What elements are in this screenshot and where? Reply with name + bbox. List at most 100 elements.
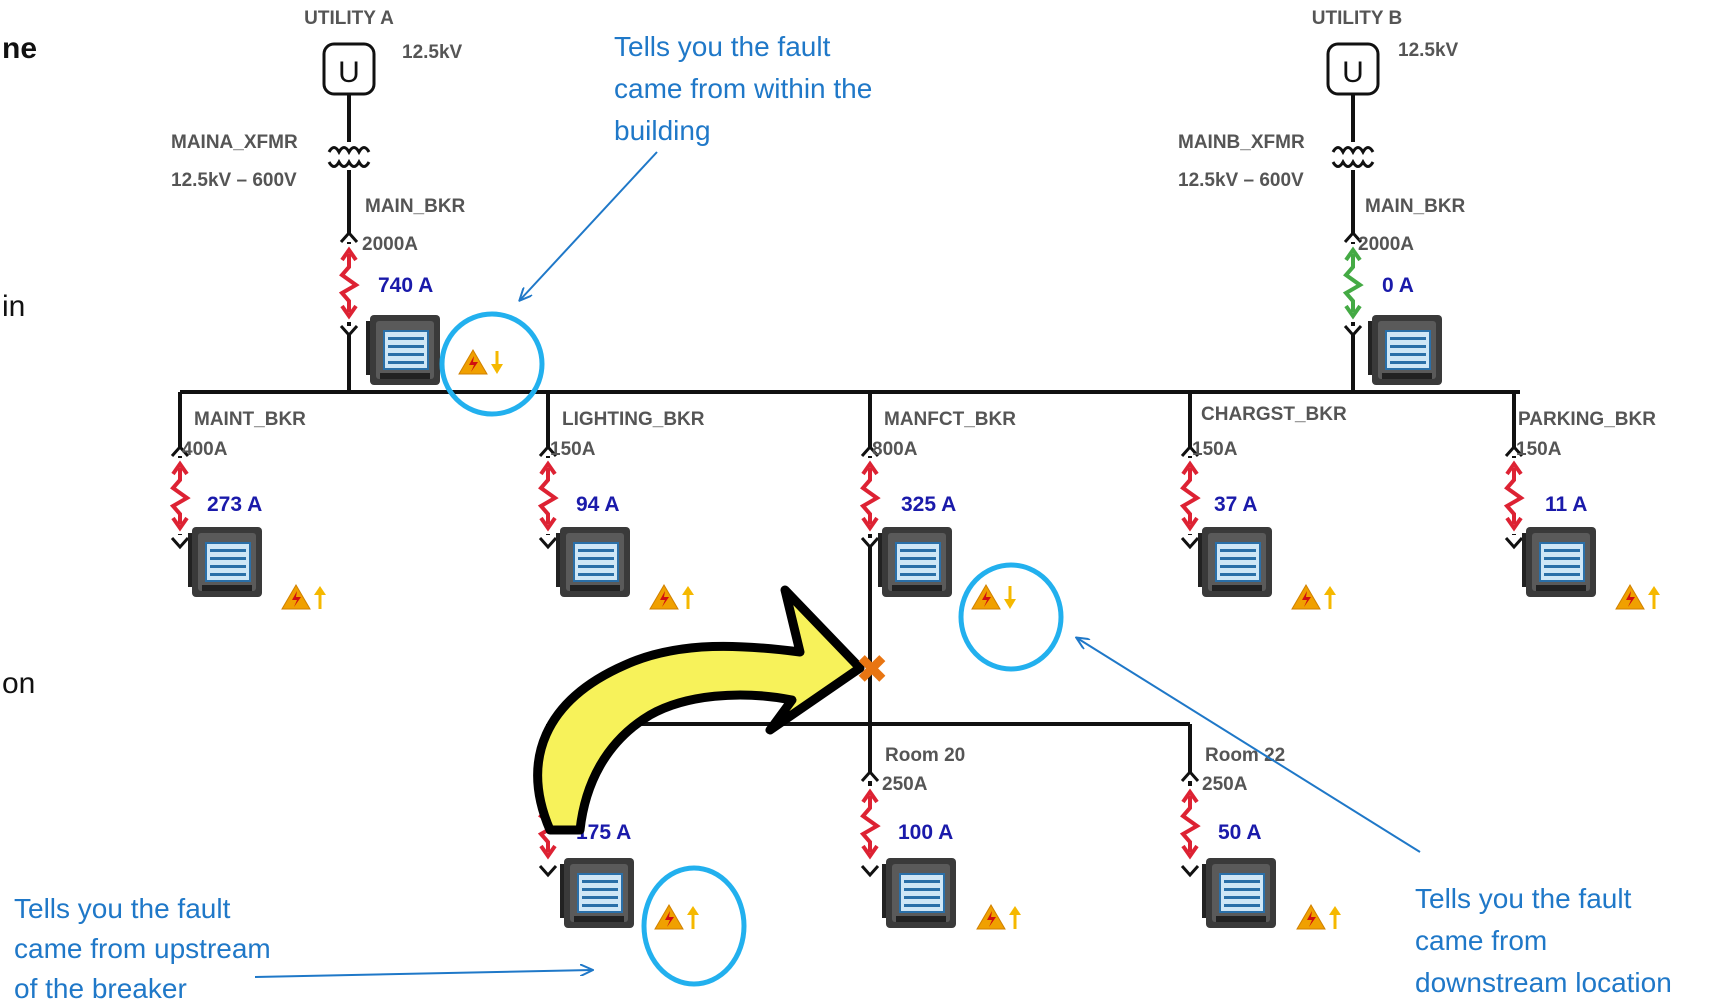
subfeeder-breaker-lower-icon bbox=[1180, 865, 1200, 878]
subfeeder-breaker-icon bbox=[1180, 769, 1200, 782]
power-meter-icon bbox=[1522, 527, 1596, 597]
transformer-a-icon bbox=[327, 142, 371, 170]
feeder-1-name: LIGHTING_BKR bbox=[562, 409, 705, 430]
feeder-1-current: 94 A bbox=[576, 493, 620, 516]
annotation-2-line-3: of the breaker bbox=[14, 973, 187, 1003]
utility-a-symbol: U bbox=[338, 56, 360, 89]
main-a-name: MAIN_BKR bbox=[365, 196, 466, 217]
fault-warning-icon bbox=[971, 584, 1016, 610]
main-b-breaker-icon bbox=[1343, 230, 1363, 243]
feeder-4-rating: 150A bbox=[1516, 439, 1562, 460]
power-meter-icon bbox=[1202, 858, 1276, 928]
xfmr-a-name: MAINA_XFMR bbox=[171, 132, 298, 153]
annotation-upstream: Tells you the fault came from upstream o… bbox=[14, 893, 271, 1003]
current-flow-icon bbox=[537, 458, 559, 534]
annotation-2-line-1: Tells you the fault bbox=[14, 893, 231, 924]
fault-path-arrow bbox=[533, 585, 865, 835]
fault-warning-icon bbox=[281, 584, 326, 610]
feeder-3-rating: 150A bbox=[1192, 439, 1238, 460]
utility-b-label: UTILITY B bbox=[1312, 8, 1402, 29]
feeder-breaker-icon bbox=[1504, 444, 1524, 457]
annotation-arrow-2 bbox=[254, 970, 592, 978]
feeder-breaker-icon bbox=[538, 444, 558, 457]
subfeeder-2-rating: 250A bbox=[1202, 774, 1248, 795]
power-meter-icon bbox=[188, 527, 262, 597]
main-a-breaker-icon bbox=[339, 230, 359, 243]
subfeeder-breaker-icon bbox=[860, 769, 880, 782]
utility-a-label: UTILITY A bbox=[304, 8, 394, 29]
feeder-2-name: MANFCT_BKR bbox=[884, 409, 1016, 430]
current-flow-icon bbox=[859, 458, 881, 534]
feeder-breaker-lower-icon bbox=[1504, 537, 1524, 550]
feeder-breaker-icon bbox=[1180, 444, 1200, 457]
highlight-circle-main bbox=[439, 311, 545, 417]
fault-warning-icon bbox=[1296, 904, 1341, 930]
feeder-0-name: MAINT_BKR bbox=[194, 409, 306, 430]
feeder-0-rating: 400A bbox=[182, 439, 228, 460]
highlight-circle-manfct bbox=[958, 562, 1064, 672]
annotation-1-line-3: building bbox=[614, 115, 711, 146]
feeder-3-current: 37 A bbox=[1214, 493, 1258, 516]
feeder-3-name: CHARGST_BKR bbox=[1201, 404, 1347, 425]
feeder-4-name: PARKING_BKR bbox=[1518, 409, 1656, 430]
annotation-1-line-1: Tells you the fault bbox=[614, 31, 831, 62]
annotation-3-line-2: came from bbox=[1415, 925, 1547, 956]
xfmr-b-name: MAINB_XFMR bbox=[1178, 132, 1305, 153]
main-b-name: MAIN_BKR bbox=[1365, 196, 1466, 217]
subfeeder-2-current: 50 A bbox=[1218, 821, 1262, 844]
feeder-breaker-icon bbox=[170, 444, 190, 457]
annotation-2-line-2: came from upstream bbox=[14, 933, 271, 964]
edge-text-3: on bbox=[2, 667, 35, 700]
power-meter-icon bbox=[366, 315, 440, 385]
annotation-arrow-3 bbox=[1077, 638, 1421, 853]
annotation-1-line-2: came from within the bbox=[614, 73, 872, 104]
fault-warning-icon bbox=[1291, 584, 1336, 610]
current-flow-icon bbox=[859, 786, 881, 862]
subfeeder-breaker-lower-icon bbox=[538, 865, 558, 878]
main-a-current: 740 A bbox=[378, 274, 433, 297]
utility-a: UTILITY A U 12.5kV MAINA_XFMR 12.5kV – 6… bbox=[171, 8, 463, 191]
power-meter-icon bbox=[878, 527, 952, 597]
edge-text-2: in bbox=[2, 290, 25, 323]
utility-a-source-icon bbox=[322, 42, 376, 96]
feeder-breaker-icon bbox=[860, 444, 880, 457]
power-meter-icon bbox=[1198, 527, 1272, 597]
utility-b: UTILITY B U 12.5kV MAINB_XFMR 12.5kV – 6… bbox=[1178, 8, 1459, 191]
xfmr-b-rating: 12.5kV – 600V bbox=[1178, 170, 1304, 191]
subfeeder-1-rating: 250A bbox=[882, 774, 928, 795]
feeder-breaker-lower-icon bbox=[170, 537, 190, 550]
edge-text-1: ne bbox=[2, 32, 37, 65]
subfeeder-1-name: Room 20 bbox=[885, 745, 965, 766]
subfeeder-0-current: 175 A bbox=[576, 821, 631, 844]
current-flow-icon bbox=[1179, 458, 1201, 534]
fault-warning-icon bbox=[649, 584, 694, 610]
fault-marker-icon: ✖ bbox=[855, 647, 889, 693]
current-flow-icon bbox=[1179, 786, 1201, 862]
xfmr-a-rating: 12.5kV – 600V bbox=[171, 170, 297, 191]
feeder-breaker-lower-icon bbox=[538, 537, 558, 550]
fault-warning-icon bbox=[654, 904, 699, 930]
feeder-breaker-lower-icon bbox=[860, 537, 880, 550]
power-meter-icon bbox=[882, 858, 956, 928]
feeder-2-current: 325 A bbox=[901, 493, 956, 516]
subfeeder-2-name: Room 22 bbox=[1205, 745, 1285, 766]
main-a-rating: 2000A bbox=[362, 234, 418, 255]
main-a-breaker-lower-icon bbox=[339, 325, 359, 338]
feeder-2-rating: 800A bbox=[872, 439, 918, 460]
main-b-current: 0 A bbox=[1382, 274, 1414, 297]
annotation-within-building: Tells you the fault came from within the… bbox=[614, 31, 872, 146]
main-b-breaker-lower-icon bbox=[1343, 325, 1363, 338]
feeder-1-rating: 150A bbox=[550, 439, 596, 460]
annotation-3-line-3: downstream location bbox=[1415, 967, 1672, 998]
utility-a-voltage: 12.5kV bbox=[402, 42, 463, 63]
fault-warning-icon bbox=[976, 904, 1021, 930]
current-flow-icon bbox=[1503, 458, 1525, 534]
fault-warning-icon bbox=[1615, 584, 1660, 610]
fault-warning-icon bbox=[458, 349, 503, 375]
feeder-0-current: 273 A bbox=[207, 493, 262, 516]
subfeeder-1-current: 100 A bbox=[898, 821, 953, 844]
current-flow-icon bbox=[1342, 244, 1364, 322]
annotation-arrow-1 bbox=[520, 151, 658, 300]
